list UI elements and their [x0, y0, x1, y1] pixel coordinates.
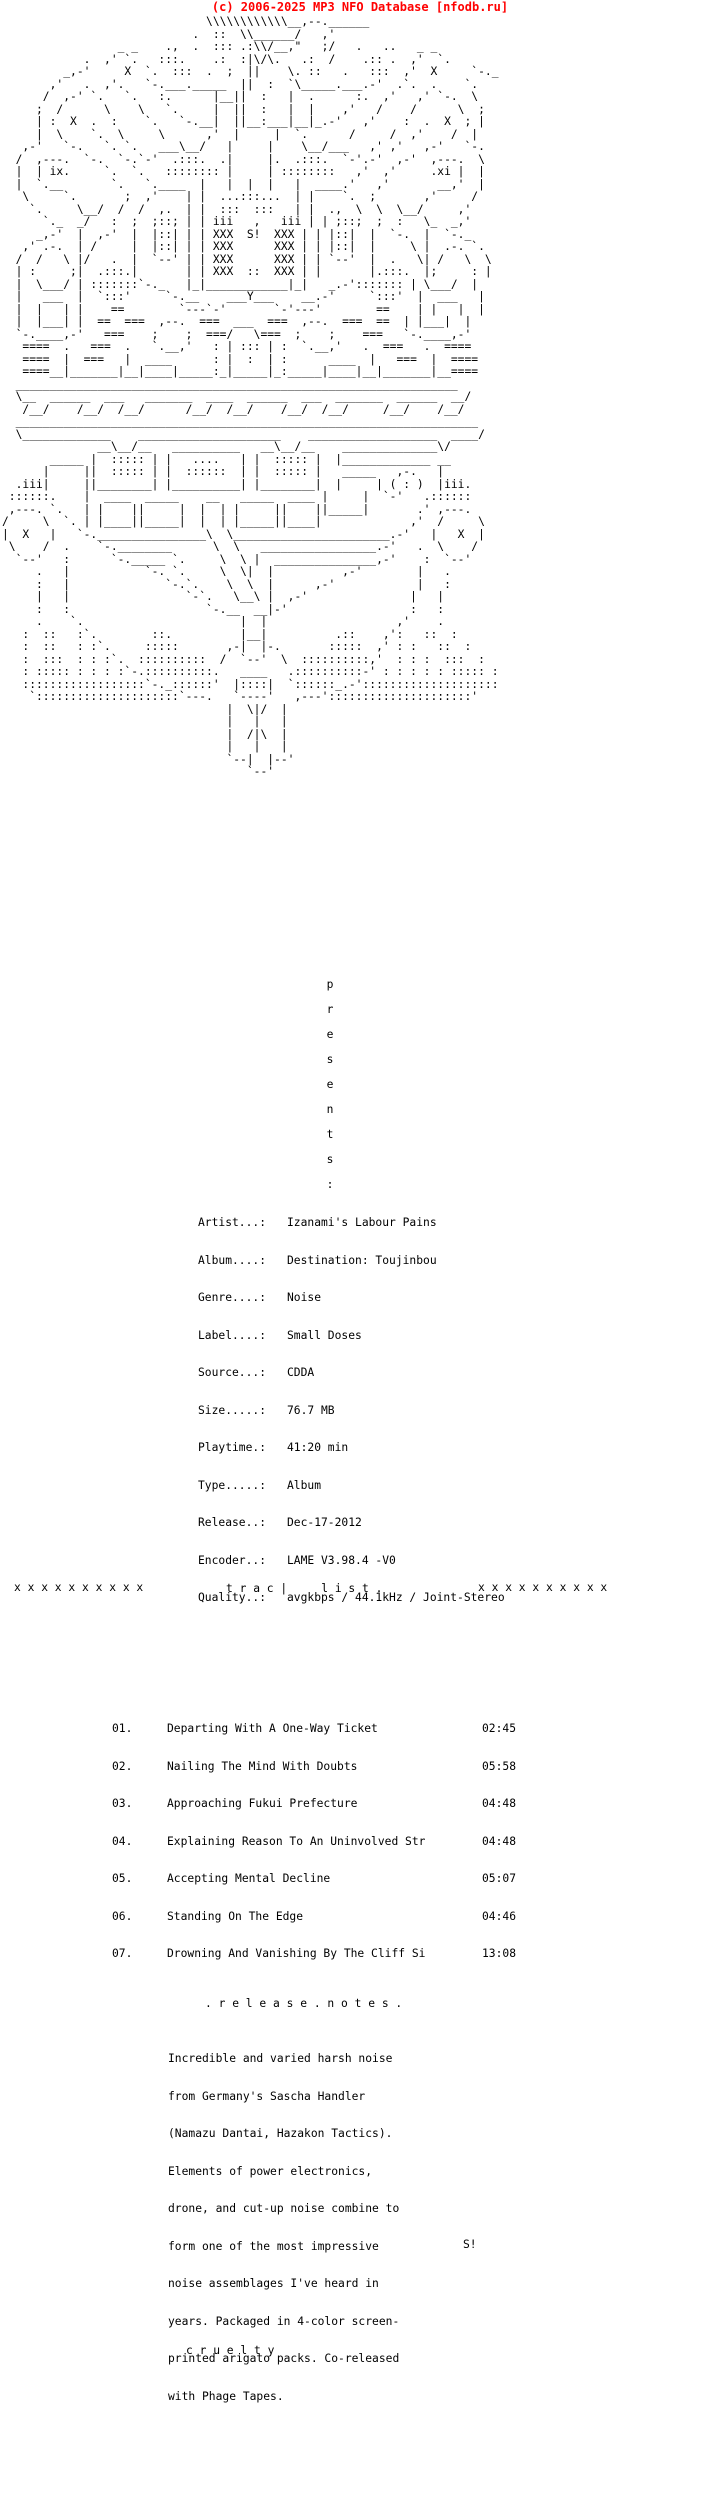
- x-row-right: x x x x x x x x x x: [478, 1581, 608, 1594]
- release-info: Artist...: Izanami's Labour Pains Album..…: [198, 1192, 698, 1617]
- track-row: 04. Explaining Reason To An Uninvolved St…: [112, 1834, 532, 1849]
- track-duration: 04:46: [482, 1909, 517, 1923]
- track-title: Drowning And Vanishing By The Cliff Si: [167, 1947, 426, 1960]
- track-row: 03. Approaching Fukui Prefecture 04:48: [112, 1797, 532, 1811]
- presents-letter: r: [326, 1003, 334, 1016]
- track-number: 07.: [112, 1947, 133, 1960]
- track-title: Accepting Mental Decline: [167, 1872, 331, 1885]
- info-value: avgkbps / 44.1kHz / Joint-Stereo: [287, 1591, 505, 1604]
- info-value: LAME V3.98.4 -V0: [287, 1553, 396, 1567]
- presents-letter: e: [326, 1028, 334, 1041]
- info-key: Release..:: [198, 1516, 267, 1529]
- presents-letter: :: [326, 1178, 334, 1191]
- info-row: Source...: CDDA: [198, 1366, 698, 1380]
- track-row: 02. Nailing The Mind With Doubts 05:58: [112, 1759, 532, 1774]
- presents-letter: s: [326, 1153, 334, 1166]
- ascii-art-top: \\\\\\\\\\\\__,--.______ . :: \\______/ …: [2, 16, 499, 778]
- notes-line: years. Packaged in 4-color screen-: [168, 2314, 400, 2328]
- x-row-left: x x x x x x x x x x: [14, 1581, 144, 1594]
- info-value: Izanami's Labour Pains: [287, 1216, 437, 1229]
- info-row: Type.....: Album: [198, 1478, 698, 1493]
- notes-line: from Germany's Sascha Handler: [168, 2089, 366, 2103]
- info-key: Artist...:: [198, 1216, 267, 1229]
- track-row: 01. Departing With A One-Way Ticket 02:45: [112, 1722, 532, 1736]
- info-key: Album....:: [198, 1253, 267, 1267]
- presents-vertical: p r e s e n t s :: [323, 972, 337, 1197]
- track-number: 02.: [112, 1759, 133, 1773]
- track-duration: 04:48: [482, 1797, 517, 1810]
- notes-line: noise assemblages I've heard in: [168, 2277, 379, 2290]
- info-row: Encoder..: LAME V3.98.4 -V0: [198, 1553, 698, 1568]
- presents-letter: e: [326, 1078, 334, 1091]
- release-notes-title: . r e l e a s e . n o t e s .: [205, 1997, 403, 2010]
- notes-line: printed arigato packs. Co-released: [168, 2352, 400, 2365]
- nfodb-banner: (c) 2006-2025 MP3 NFO Database [nfodb.ru…: [211, 0, 509, 14]
- info-row: Playtime.: 41:20 min: [198, 1441, 698, 1455]
- info-value: Dec-17-2012: [287, 1516, 362, 1529]
- track-duration: 05:58: [482, 1759, 517, 1773]
- info-row: Label....: Small Doses: [198, 1328, 698, 1343]
- track-number: 04.: [112, 1834, 133, 1848]
- info-row: Album....: Destination: Toujinbou: [198, 1253, 698, 1268]
- info-value: Noise: [287, 1291, 322, 1304]
- presents-letter: t: [326, 1128, 334, 1141]
- track-duration: 05:07: [482, 1872, 517, 1885]
- track-duration: 13:08: [482, 1947, 517, 1960]
- notes-line: form one of the most impressive: [168, 2239, 379, 2253]
- presents-letter: p: [326, 978, 334, 991]
- presents-letter: n: [326, 1103, 334, 1116]
- info-key: Size.....:: [198, 1403, 267, 1417]
- info-key: Encoder..:: [198, 1553, 267, 1567]
- track-duration: 02:45: [482, 1722, 517, 1735]
- track-title: Nailing The Mind With Doubts: [167, 1759, 358, 1773]
- track-row: 06. Standing On The Edge 04:46: [112, 1909, 532, 1924]
- info-value: CDDA: [287, 1366, 315, 1379]
- track-duration: 04:48: [482, 1834, 517, 1848]
- release-notes: Incredible and varied harsh noise from G…: [168, 2028, 468, 2416]
- track-row: 05. Accepting Mental Decline 05:07: [112, 1872, 532, 1886]
- info-value: 41:20 min: [287, 1441, 349, 1454]
- info-key: Playtime.:: [198, 1441, 267, 1454]
- info-value: 76.7 MB: [287, 1403, 335, 1417]
- notes-line: with Phage Tapes.: [168, 2389, 284, 2403]
- info-row: Quality..: avgkbps / 44.1kHz / Joint-Ster…: [198, 1591, 698, 1605]
- track-number: 01.: [112, 1722, 133, 1735]
- track-number: 03.: [112, 1797, 133, 1810]
- info-value: Album: [287, 1478, 322, 1492]
- info-row: Size.....: 76.7 MB: [198, 1403, 698, 1418]
- track-title: Approaching Fukui Prefecture: [167, 1797, 358, 1810]
- notes-line: Elements of power electronics,: [168, 2164, 373, 2178]
- artist-signature: S!: [463, 2238, 477, 2251]
- info-value: Destination: Toujinbou: [287, 1253, 437, 1267]
- info-key: Genre....:: [198, 1291, 267, 1304]
- notes-line: (Namazu Dantai, Hazakon Tactics).: [168, 2127, 393, 2140]
- info-key: Quality..:: [198, 1591, 267, 1604]
- notes-line: Incredible and varied harsh noise: [168, 2052, 393, 2065]
- track-number: 05.: [112, 1872, 133, 1885]
- info-key: Source...:: [198, 1366, 267, 1379]
- presents-letter: s: [326, 1053, 334, 1066]
- info-key: Type.....:: [198, 1478, 267, 1492]
- info-row: Artist...: Izanami's Labour Pains: [198, 1216, 698, 1230]
- track-title: Explaining Reason To An Uninvolved Str: [167, 1834, 426, 1848]
- track-title: Standing On The Edge: [167, 1909, 304, 1923]
- crew-name: c r u e l t y: [186, 2344, 275, 2357]
- info-row: Genre....: Noise: [198, 1291, 698, 1305]
- track-row: 07. Drowning And Vanishing By The Cliff S…: [112, 1947, 532, 1961]
- info-value: Small Doses: [287, 1328, 362, 1342]
- notes-line: drone, and cut-up noise combine to: [168, 2202, 400, 2215]
- track-title: Departing With A One-Way Ticket: [167, 1722, 378, 1735]
- track-number: 06.: [112, 1909, 133, 1923]
- info-key: Label....:: [198, 1328, 267, 1342]
- info-row: Release..: Dec-17-2012: [198, 1516, 698, 1530]
- tracklist-title: t r a c | l i s t .: [226, 1582, 383, 1595]
